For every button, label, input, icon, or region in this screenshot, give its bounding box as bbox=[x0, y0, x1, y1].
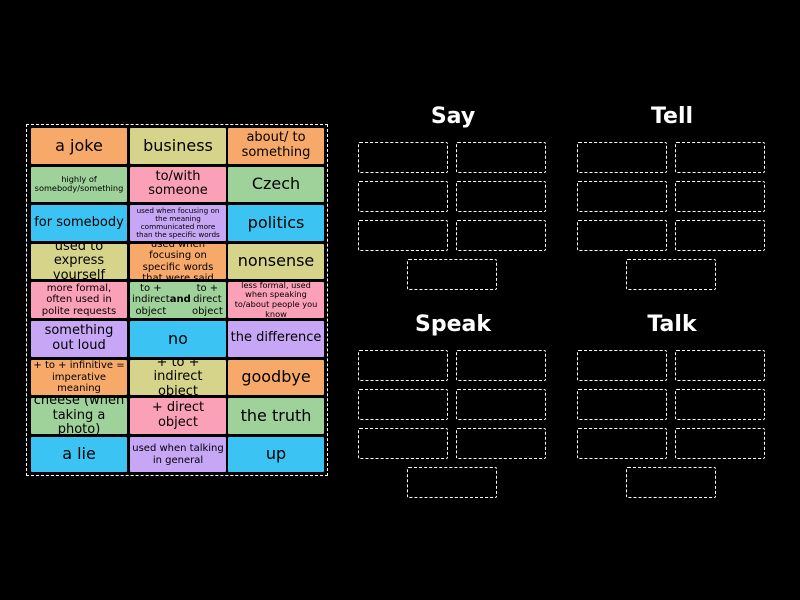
drop-slot-talk[interactable] bbox=[675, 350, 765, 381]
drop-slot-speak[interactable] bbox=[456, 428, 546, 459]
drop-slot-say[interactable] bbox=[407, 259, 497, 290]
answer-tile[interactable]: business bbox=[130, 128, 226, 164]
drop-slot-speak[interactable] bbox=[407, 467, 497, 498]
drop-slot-say[interactable] bbox=[456, 142, 546, 173]
answer-tile[interactable]: about/ to something bbox=[228, 128, 324, 164]
answer-tile[interactable]: the difference bbox=[228, 321, 324, 357]
answer-tile[interactable]: more formal, often used in polite reques… bbox=[31, 282, 127, 318]
answer-tile[interactable]: + to + infinitive = imperative meaning bbox=[31, 359, 127, 396]
drop-slot-tell[interactable] bbox=[577, 142, 667, 173]
answer-tile[interactable]: no bbox=[130, 321, 226, 357]
drop-slot-speak[interactable] bbox=[456, 389, 546, 420]
answer-tile[interactable]: used when focusing on specific words tha… bbox=[130, 243, 226, 280]
answer-tile[interactable]: the truth bbox=[228, 398, 324, 434]
drop-slot-say[interactable] bbox=[358, 220, 448, 251]
answer-tile[interactable]: + direct object bbox=[130, 398, 226, 434]
answer-tile[interactable]: used to express yourself bbox=[31, 243, 127, 280]
group-title-say: Say bbox=[430, 104, 476, 129]
answer-tile[interactable]: highly of somebody/something bbox=[31, 166, 127, 203]
answer-tile[interactable]: a lie bbox=[31, 436, 127, 473]
drop-slot-speak[interactable] bbox=[358, 350, 448, 381]
group-title-talk: Talk bbox=[647, 312, 697, 337]
answer-tile[interactable]: less formal, used when speaking to/about… bbox=[228, 282, 324, 318]
answer-tile[interactable]: + to + indirect object bbox=[130, 359, 226, 396]
answer-tile[interactable]: used when talking in general bbox=[130, 436, 226, 473]
answer-tile[interactable]: goodbye bbox=[228, 359, 324, 396]
drop-slot-talk[interactable] bbox=[626, 467, 716, 498]
drop-slot-speak[interactable] bbox=[358, 428, 448, 459]
drop-slot-speak[interactable] bbox=[456, 350, 546, 381]
drop-slot-say[interactable] bbox=[456, 181, 546, 212]
answer-tile[interactable]: cheese (when taking a photo) bbox=[31, 398, 127, 434]
answer-tile[interactable]: to + indirect object and to + direct obj… bbox=[130, 282, 226, 318]
answer-tile[interactable]: a joke bbox=[31, 128, 127, 164]
drop-slot-tell[interactable] bbox=[675, 220, 765, 251]
answer-tile[interactable]: politics bbox=[228, 205, 324, 241]
drop-slot-tell[interactable] bbox=[675, 181, 765, 212]
drop-slot-talk[interactable] bbox=[675, 428, 765, 459]
answer-tile[interactable]: something out loud bbox=[31, 321, 127, 357]
drop-slot-tell[interactable] bbox=[577, 220, 667, 251]
drop-slot-say[interactable] bbox=[456, 220, 546, 251]
answer-tile[interactable]: nonsense bbox=[228, 243, 324, 280]
drop-slot-say[interactable] bbox=[358, 181, 448, 212]
answer-tile[interactable]: for somebody bbox=[31, 205, 127, 241]
drop-slot-tell[interactable] bbox=[675, 142, 765, 173]
drop-slot-talk[interactable] bbox=[577, 389, 667, 420]
drop-slot-tell[interactable] bbox=[577, 181, 667, 212]
drop-slot-talk[interactable] bbox=[577, 428, 667, 459]
group-title-tell: Tell bbox=[650, 104, 694, 129]
drop-slot-talk[interactable] bbox=[675, 389, 765, 420]
drop-slot-speak[interactable] bbox=[358, 389, 448, 420]
drop-slot-tell[interactable] bbox=[626, 259, 716, 290]
drop-slot-talk[interactable] bbox=[577, 350, 667, 381]
answer-tile[interactable]: Czech bbox=[228, 166, 324, 203]
group-title-speak: Speak bbox=[415, 312, 491, 337]
answer-tile[interactable]: up bbox=[228, 436, 324, 473]
answer-tile[interactable]: used when focusing on the meaning commun… bbox=[130, 205, 226, 241]
answer-tile[interactable]: to/with someone bbox=[130, 166, 226, 203]
drop-slot-say[interactable] bbox=[358, 142, 448, 173]
